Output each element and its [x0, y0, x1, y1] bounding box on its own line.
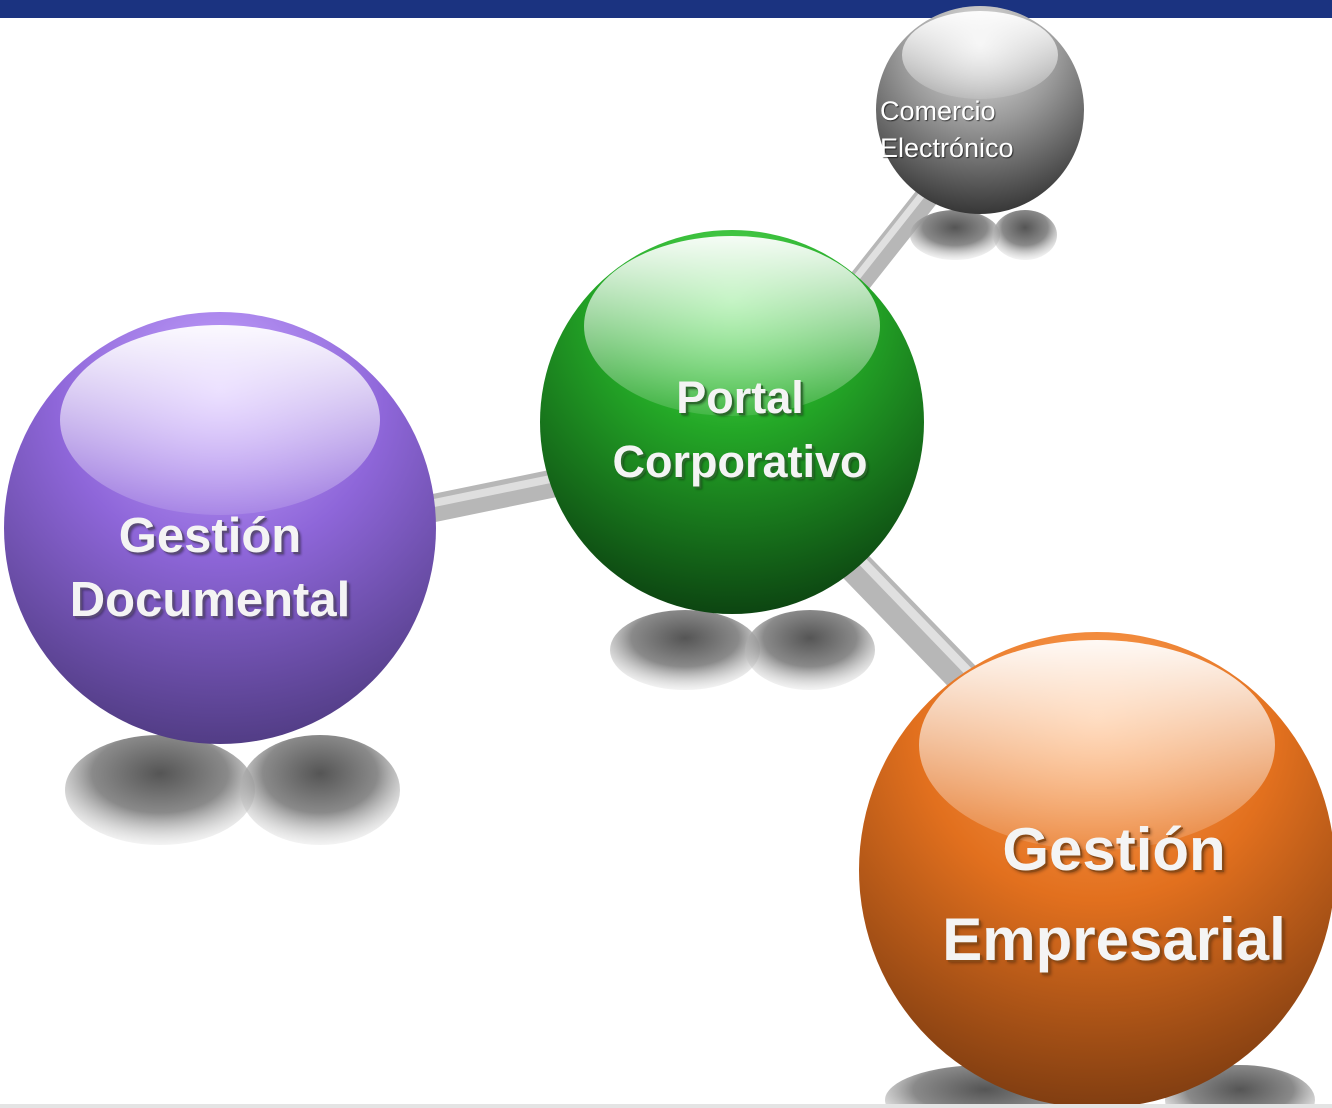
gestion-documental-line2: Documental — [69, 573, 351, 627]
gestion-empresarial-line2: Empresarial — [942, 906, 1286, 973]
label-gestion-empresarial: Gestión Empresarial — [860, 800, 1332, 990]
portal-corporativo-line2: Corporativo — [612, 436, 868, 487]
label-gestion-documental: Gestión Documental — [10, 498, 410, 638]
sphere-gestion-documental[interactable] — [4, 312, 436, 744]
sphere-gestion-empresarial[interactable] — [859, 632, 1332, 1108]
gestion-empresarial-line1: Gestión — [1002, 816, 1226, 883]
label-portal-corporativo: Portal Corporativo — [540, 360, 940, 500]
comercio-electronico-line1: Comercio — [880, 96, 996, 126]
gestion-documental-line1: Gestión — [118, 509, 302, 563]
bottom-divider — [0, 1104, 1332, 1108]
label-comercio-electronico: Comercio Electrónico — [880, 90, 1080, 170]
portal-corporativo-line1: Portal — [676, 372, 804, 423]
sphere-shadows — [65, 210, 1315, 1108]
sphere-comercio-electronico[interactable] — [876, 6, 1084, 214]
comercio-electronico-line2: Electrónico — [880, 133, 1014, 163]
sphere-portal-corporativo[interactable] — [540, 230, 924, 614]
